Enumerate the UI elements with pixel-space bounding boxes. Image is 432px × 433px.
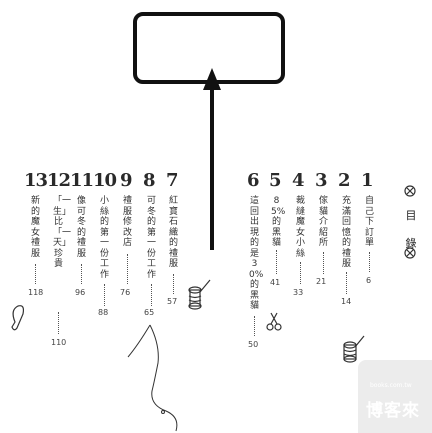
chapter-number: 2 (338, 170, 350, 191)
chapter-title: 像可冬的禮服 (76, 196, 86, 259)
leader-dots (104, 284, 107, 306)
chapter-number: 1 (361, 170, 373, 191)
leader-dots (35, 264, 38, 284)
chapter-title: 傢貓介紹所 (318, 196, 328, 248)
leader-dots (58, 312, 61, 334)
toc-title-char-1: 目 (405, 209, 417, 222)
page-number: 96 (75, 288, 86, 297)
page-number: 41 (270, 278, 281, 287)
chapter-number: 7 (166, 170, 178, 191)
chapter-number: 6 (247, 170, 259, 191)
watermark-text: 博客來 (366, 401, 420, 421)
chapter-title: 85%的黑貓 (271, 196, 286, 248)
chapter-number: 13 (24, 170, 48, 191)
leader-dots (173, 274, 176, 294)
button-icon (404, 185, 416, 259)
chapter-title: 小絲的第一份工作 (99, 196, 109, 280)
chapter-number: 11 (70, 170, 94, 191)
leader-dots (254, 316, 257, 336)
page-number: 118 (28, 288, 44, 297)
scissors-icon (266, 312, 282, 331)
leader-dots (276, 250, 279, 274)
chapter-title: 可冬的第一份工作 (146, 196, 156, 280)
leader-dots (346, 272, 349, 294)
chapter-number: 9 (120, 170, 132, 191)
chapter-title: 裁縫魔女小絲 (295, 196, 305, 259)
chapter-title: 這回出現的是30%的黑貓 (249, 196, 264, 311)
leader-dots (300, 262, 303, 284)
leader-dots (369, 252, 372, 272)
chapter-title: 新的魔女禮服 (30, 196, 40, 259)
chapter-number: 12 (47, 170, 71, 191)
page-number: 33 (293, 288, 304, 297)
spool-icon (188, 279, 211, 310)
chapter-number: 5 (269, 170, 281, 191)
chapter-number: 8 (143, 170, 155, 191)
page-number: 76 (120, 288, 131, 297)
page-number: 50 (248, 340, 259, 349)
leader-dots (127, 254, 130, 284)
page-number: 21 (316, 277, 327, 286)
chapter-number: 10 (93, 170, 117, 191)
page-number: 6 (366, 276, 372, 285)
chapter-number: 4 (292, 170, 304, 191)
leader-dots (323, 252, 326, 274)
chapter-number: 3 (315, 170, 327, 191)
page-number: 57 (167, 297, 178, 306)
page-number: 88 (98, 308, 109, 317)
page-number: 14 (341, 297, 352, 306)
toc-title-char-2: 錄 (405, 237, 417, 250)
chapter-title: 充滿回憶的禮服 (341, 196, 351, 269)
page-number: 65 (144, 308, 155, 317)
watermark-badge (358, 360, 432, 433)
leader-dots (81, 264, 84, 284)
page-number: 110 (51, 338, 67, 347)
chapter-title: 自己下訂單 (364, 196, 374, 248)
safety-pin-icon (11, 305, 25, 331)
chapter-title: 「一生」比「一天」珍貴 (53, 196, 72, 269)
needle-thread-icon (127, 324, 178, 432)
chapter-title: 禮服修改店 (122, 196, 132, 248)
chapter-title: 紅寶石織的禮服 (168, 196, 178, 269)
toc-title: 目 錄 (404, 208, 418, 252)
thread-spool-icon (343, 335, 365, 363)
watermark-url: books.com.tw (370, 382, 412, 389)
leader-dots (151, 284, 154, 306)
